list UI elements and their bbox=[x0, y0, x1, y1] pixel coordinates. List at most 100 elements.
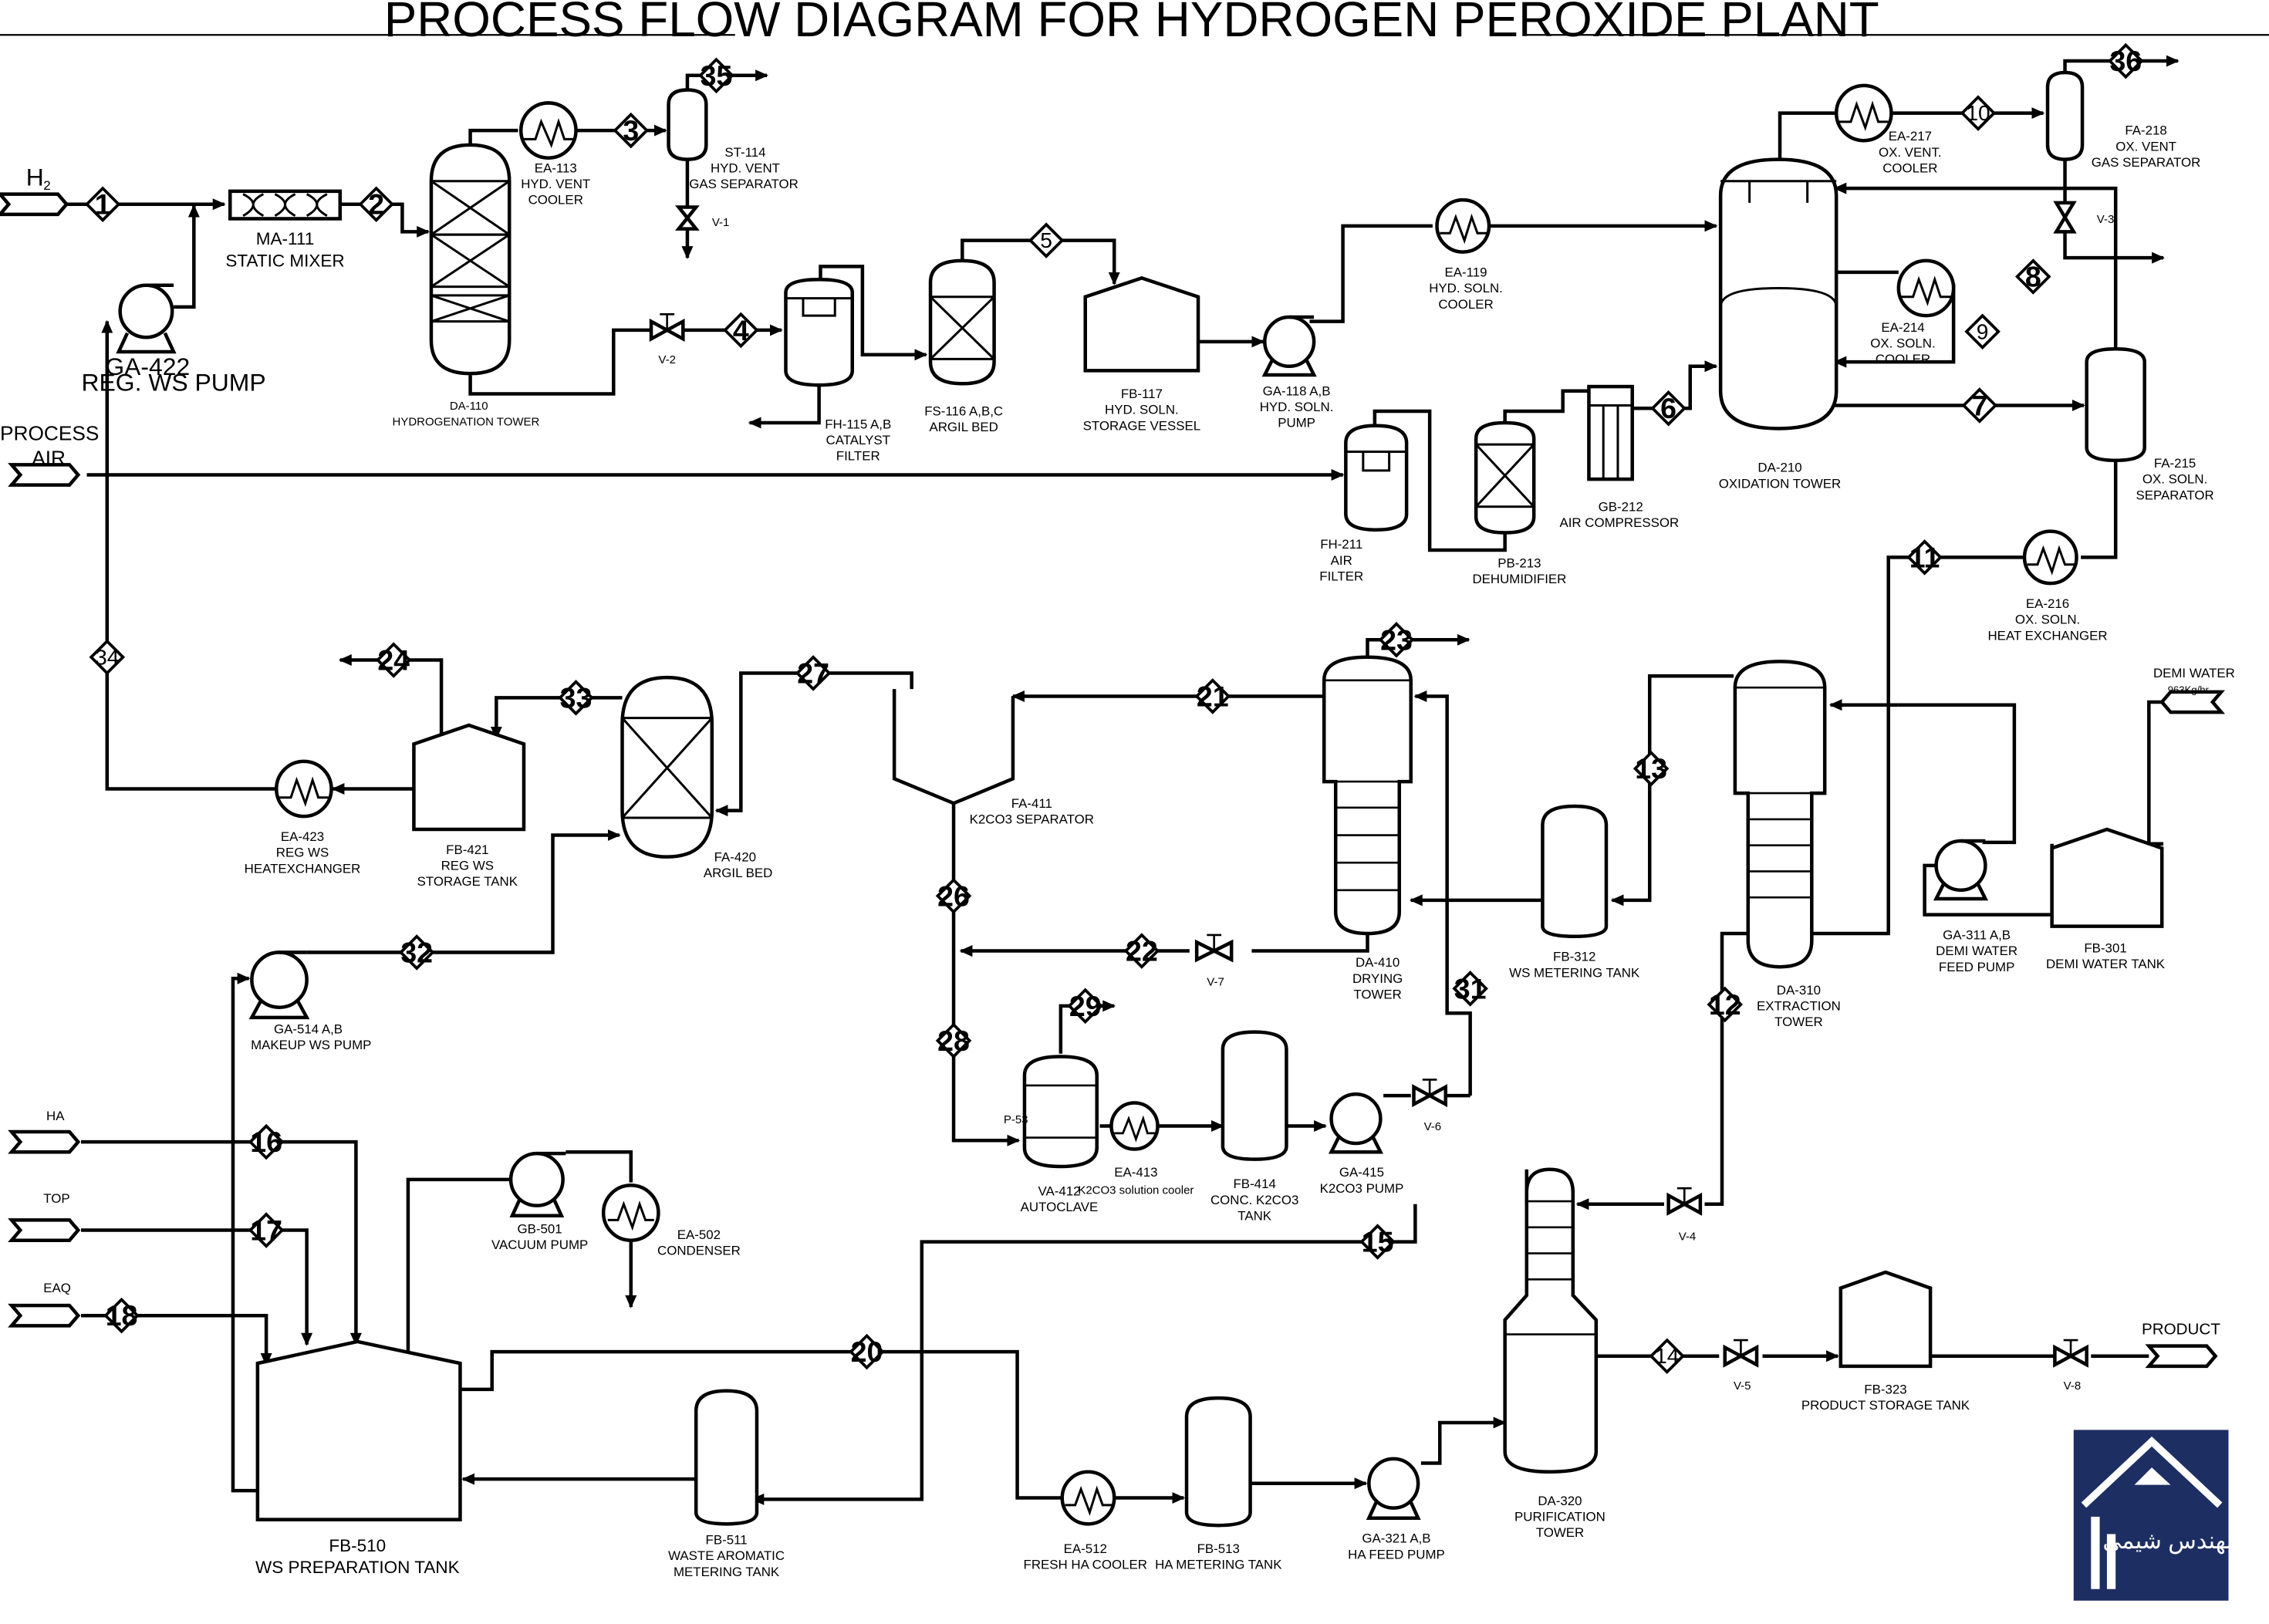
svg-text:11: 11 bbox=[1909, 541, 1940, 573]
da210-desc: OXIDATION TOWER bbox=[1719, 476, 1841, 491]
stream-tag: 17 bbox=[248, 1212, 285, 1248]
fb513-desc: HA METERING TANK bbox=[1155, 1557, 1282, 1572]
stream-tag: 12 bbox=[1707, 986, 1744, 1023]
da310-desc1: EXTRACTION bbox=[1757, 998, 1841, 1013]
ga321-desc: HA FEED PUMP bbox=[1348, 1547, 1445, 1562]
pump-ga-415: GA-415 K2CO3 PUMP bbox=[1320, 1092, 1403, 1196]
ea113-desc2: COOLER bbox=[528, 193, 583, 208]
stream-tag: 16 bbox=[248, 1123, 285, 1160]
ea119-tag: EA-119 bbox=[1444, 265, 1487, 280]
cooler-ea-119: EA-119 HYD. SOLN. COOLER bbox=[1429, 198, 1503, 312]
fb301-desc: DEMI WATER TANK bbox=[2046, 957, 2166, 971]
logo-chimney-icon bbox=[2091, 1516, 2100, 1589]
svg-text:21: 21 bbox=[1197, 680, 1229, 712]
svg-text:23: 23 bbox=[1380, 623, 1413, 656]
ma111-tag: MA-111 bbox=[256, 229, 314, 248]
v4-label: V-4 bbox=[1679, 1231, 1697, 1244]
svg-text:33: 33 bbox=[560, 681, 593, 714]
separator-st-114: ST-114 HYD. VENT GAS SEPARATOR bbox=[667, 88, 799, 191]
ea119-desc2: COOLER bbox=[1438, 297, 1493, 312]
da410-tag: DA-410 bbox=[1356, 955, 1400, 970]
v3-label: V-3 bbox=[2097, 213, 2115, 226]
stream-tag: 27 bbox=[795, 655, 832, 691]
va412-tag: VA-412 bbox=[1038, 1184, 1080, 1199]
svg-text:34: 34 bbox=[95, 645, 119, 669]
stream-tag: 36 bbox=[2108, 42, 2144, 79]
fh115-desc2: FILTER bbox=[836, 449, 880, 464]
stream-tag: 22 bbox=[1123, 933, 1160, 969]
stream-tag: 15 bbox=[1359, 1224, 1396, 1260]
fh115-tag: FH-115 A,B bbox=[825, 417, 891, 431]
feed-eaq-label: EAQ bbox=[43, 1281, 71, 1295]
stream-tag: 2 bbox=[358, 186, 394, 223]
feed-h2: H 2 bbox=[0, 163, 69, 217]
svg-text:4: 4 bbox=[733, 314, 749, 346]
da410-desc2: TOWER bbox=[1353, 987, 1402, 1001]
tank-fb-414: FB-414 CONC. K2CO3 TANK bbox=[1210, 1030, 1298, 1223]
ga514-tag: GA-514 A,B bbox=[274, 1021, 343, 1036]
ga311-desc2: FEED PUMP bbox=[1939, 960, 2014, 974]
valve-v4: V-4 bbox=[1666, 1187, 1703, 1244]
process-air-label-2: AIR bbox=[32, 446, 66, 469]
fb312-desc: WS METERING TANK bbox=[1509, 965, 1640, 980]
diagram-title: PROCESS FLOW DIAGRAM FOR HYDROGEN PEROXI… bbox=[384, 0, 1879, 47]
separator-fa-411: FA-411 K2CO3 SEPARATOR bbox=[892, 689, 1094, 827]
gb501-tag: GB-501 bbox=[518, 1221, 562, 1236]
ea217-tag: EA-217 bbox=[1889, 129, 1932, 143]
da310-tag: DA-310 bbox=[1777, 983, 1821, 998]
separator-fa-218: FA-218 OX. VENT GAS SEPARATOR bbox=[2045, 70, 2201, 170]
vessel-fb-117: FB-117 HYD. SOLN. STORAGE VESSEL bbox=[1083, 276, 1200, 433]
va412-desc: AUTOCLAVE bbox=[1021, 1200, 1099, 1214]
product-outlet: PRODUCT bbox=[2142, 1321, 2220, 1369]
stream-tag: 4 bbox=[723, 312, 759, 349]
ea423-desc1: REG WS bbox=[276, 846, 329, 860]
process-air-label-1: PROCESS bbox=[0, 421, 99, 444]
fa218-desc2: GAS SEPARATOR bbox=[2092, 155, 2201, 170]
stream-tag: 32 bbox=[398, 934, 435, 971]
feed-eaq: EAQ bbox=[8, 1281, 81, 1328]
stream-tag: 24 bbox=[375, 642, 412, 678]
gb212-tag: GB-212 bbox=[1599, 499, 1643, 514]
ga422-tag: GA-422 bbox=[105, 353, 190, 380]
fa218-desc1: OX. VENT bbox=[2115, 139, 2176, 154]
feed-process-air: PROCESS AIR bbox=[0, 421, 99, 487]
ea214-desc2: COOLER bbox=[1876, 352, 1930, 366]
gb212-desc: AIR COMPRESSOR bbox=[1559, 515, 1679, 530]
fb511-tag: FB-511 bbox=[706, 1533, 748, 1548]
svg-text:36: 36 bbox=[2109, 45, 2142, 77]
filter-fh-115: FH-115 A,B CATALYST FILTER bbox=[784, 278, 891, 464]
condenser-ea-502: EA-502 CONDENSER bbox=[601, 1183, 741, 1258]
pump-ga-514: GA-514 A,B MAKEUP WS PUMP bbox=[248, 950, 371, 1052]
pump-ga-422: GA-422 REG. WS PUMP bbox=[82, 283, 266, 397]
demi-water-flow: 963Kg/hr bbox=[2168, 684, 2210, 696]
pb213-desc: DEHUMIDIFIER bbox=[1472, 572, 1566, 586]
tower-da-320: DA-320 PURIFICATION TOWER bbox=[1503, 1167, 1606, 1540]
svg-text:22: 22 bbox=[1126, 935, 1158, 967]
feed-ha-label: HA bbox=[46, 1109, 65, 1123]
fh211-desc1: AIR bbox=[1331, 553, 1352, 568]
fb323-desc: PRODUCT STORAGE TANK bbox=[1801, 1398, 1970, 1413]
fb312-tag: FB-312 bbox=[1553, 950, 1595, 964]
v6-label: V-6 bbox=[1424, 1120, 1442, 1133]
ea217-desc2: COOLER bbox=[1882, 160, 1937, 175]
logo-flask-icon bbox=[2134, 1467, 2171, 1485]
svg-text:12: 12 bbox=[1709, 988, 1741, 1021]
ea423-tag: EA-423 bbox=[281, 829, 324, 844]
da410-desc1: DRYING bbox=[1352, 971, 1403, 986]
ga118-desc2: PUMP bbox=[1278, 416, 1315, 430]
svg-text:14: 14 bbox=[1655, 1344, 1679, 1368]
ga415-tag: GA-415 bbox=[1339, 1165, 1384, 1180]
tank-fb-513: FB-513 HA METERING TANK bbox=[1155, 1396, 1282, 1572]
heat-exchanger-ea-423: EA-423 REG WS HEATEXCHANGER bbox=[245, 759, 360, 876]
svg-text:28: 28 bbox=[937, 1025, 970, 1057]
ea216-desc1: OX. SOLN. bbox=[2015, 613, 2080, 627]
ea113-tag: EA-113 bbox=[535, 160, 577, 175]
cooler-ea-512: EA-512 FRESH HA COOLER bbox=[1024, 1470, 1147, 1572]
tank-fb-312: FB-312 WS METERING TANK bbox=[1509, 804, 1640, 980]
tower-da-210: DA-210 OXIDATION TOWER bbox=[1719, 157, 1841, 491]
company-logo: مهندس شیمی bbox=[2073, 1430, 2239, 1601]
svg-text:7: 7 bbox=[1971, 389, 1987, 421]
stream-tag: 7 bbox=[1961, 387, 1998, 424]
stream-tag: 14 bbox=[1649, 1338, 1686, 1375]
